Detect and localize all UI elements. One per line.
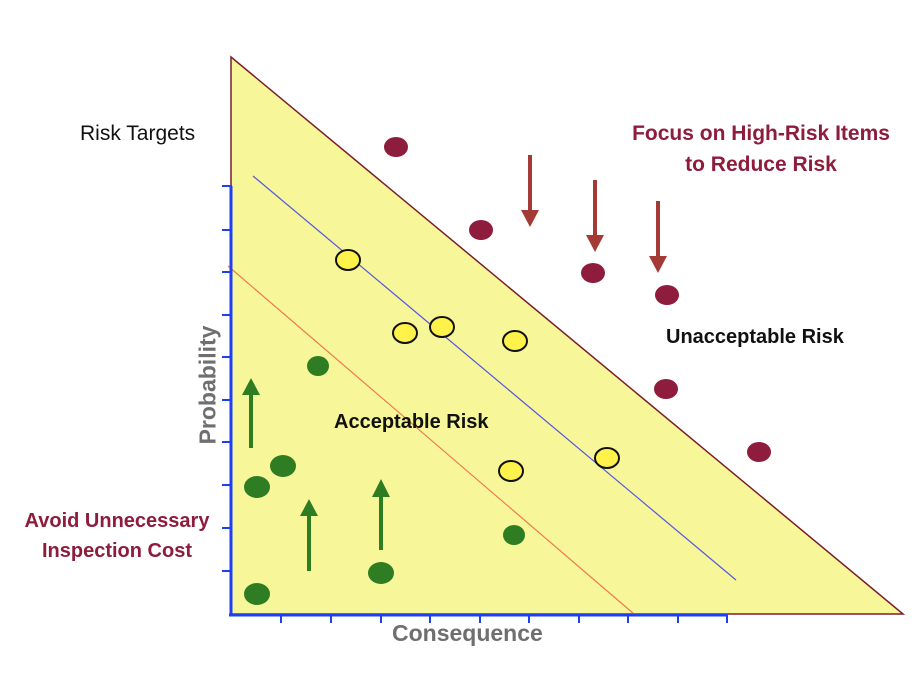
focus-high-risk-label: Focus on High-Risk Items to Reduce Risk — [632, 122, 890, 176]
arrow-up-icon — [300, 499, 318, 571]
avoid-cost-label: Avoid Unnecessary Inspection Cost — [24, 510, 210, 562]
high-risk-item — [469, 220, 493, 240]
on-target-item — [392, 322, 418, 344]
low-risk-item — [368, 562, 394, 584]
on-target-item — [594, 447, 620, 469]
x-axis-ticks — [280, 614, 728, 623]
high-risk-item — [655, 285, 679, 305]
on-target-items — [335, 249, 620, 482]
acceptable-risk-label: Acceptable Risk — [334, 411, 489, 433]
avoid-cost-arrows — [242, 378, 390, 571]
low-risk-item — [307, 356, 329, 376]
low-risk-item — [244, 583, 270, 605]
high-risk-item — [747, 442, 771, 462]
low-risk-items — [244, 356, 525, 605]
reduce-risk-arrows — [521, 155, 667, 273]
on-target-item — [498, 460, 524, 482]
on-target-item — [335, 249, 361, 271]
lower-risk-line — [227, 265, 635, 615]
arrow-up-icon — [242, 378, 260, 448]
risk-targets-label: Risk Targets — [80, 122, 196, 145]
low-risk-item — [503, 525, 525, 545]
arrow-down-icon — [586, 180, 604, 252]
x-axis-label: Consequence — [392, 620, 543, 646]
on-target-item — [429, 316, 455, 338]
arrow-down-icon — [649, 201, 667, 273]
y-axis-ticks — [222, 185, 232, 572]
y-axis-label: Probability — [194, 325, 221, 445]
on-target-item — [502, 330, 528, 352]
low-risk-item — [270, 455, 296, 477]
high-risk-item — [384, 137, 408, 157]
high-risk-items — [384, 137, 771, 462]
arrow-down-icon — [521, 155, 539, 227]
risk-target-line — [252, 175, 737, 581]
unacceptable-risk-label: Unacceptable Risk — [666, 326, 844, 348]
high-risk-item — [581, 263, 605, 283]
arrow-up-icon — [372, 479, 390, 550]
low-risk-item — [244, 476, 270, 498]
high-risk-item — [654, 379, 678, 399]
